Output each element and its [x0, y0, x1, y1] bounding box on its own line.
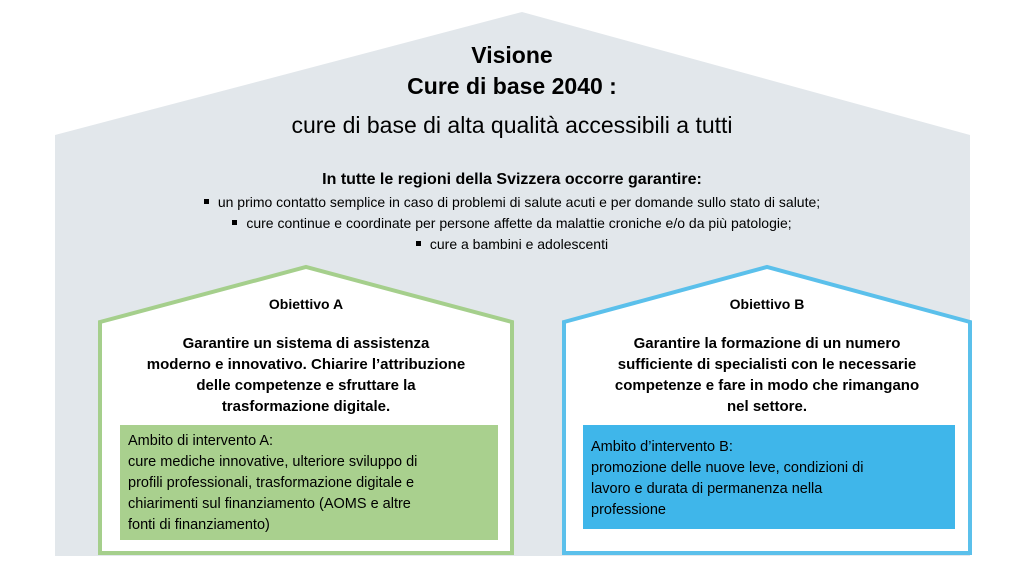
vision-title: Visione [471, 42, 553, 68]
bullet-icon [415, 240, 421, 246]
bullet-icon [232, 219, 238, 225]
objective-a-goal: Garantire un sistema di assistenza moder… [146, 335, 466, 415]
bullet-icon [203, 198, 209, 204]
objective-a-area-box: Ambito di intervento A: cure mediche inn… [120, 425, 498, 540]
objective-a-label: Obiettivo A [268, 296, 344, 312]
objective-b-goal: Garantire la formazione di un numero suf… [614, 335, 920, 415]
regions-heading: In tutte le regioni della Svizzera occor… [322, 171, 702, 188]
objective-b-area-box: Ambito d’intervento B: promozione delle … [583, 425, 955, 529]
vision-subtitle: cure di base di alta qualità accessibili… [291, 112, 733, 138]
vision-bullet: cure a bambini e adolescenti [0, 236, 1024, 252]
objective-b-label: Obiettivo B [729, 296, 805, 312]
objective-b-area-heading: Ambito d’intervento B: [591, 439, 733, 455]
vision-bullet: cure continue e coordinate per persone a… [0, 215, 1024, 231]
vision-title-year: Cure di base 2040 : [407, 73, 617, 99]
objective-a-area-heading: Ambito di intervento A: [128, 433, 274, 449]
vision-bullet: un primo contatto semplice in caso di pr… [0, 194, 1024, 210]
